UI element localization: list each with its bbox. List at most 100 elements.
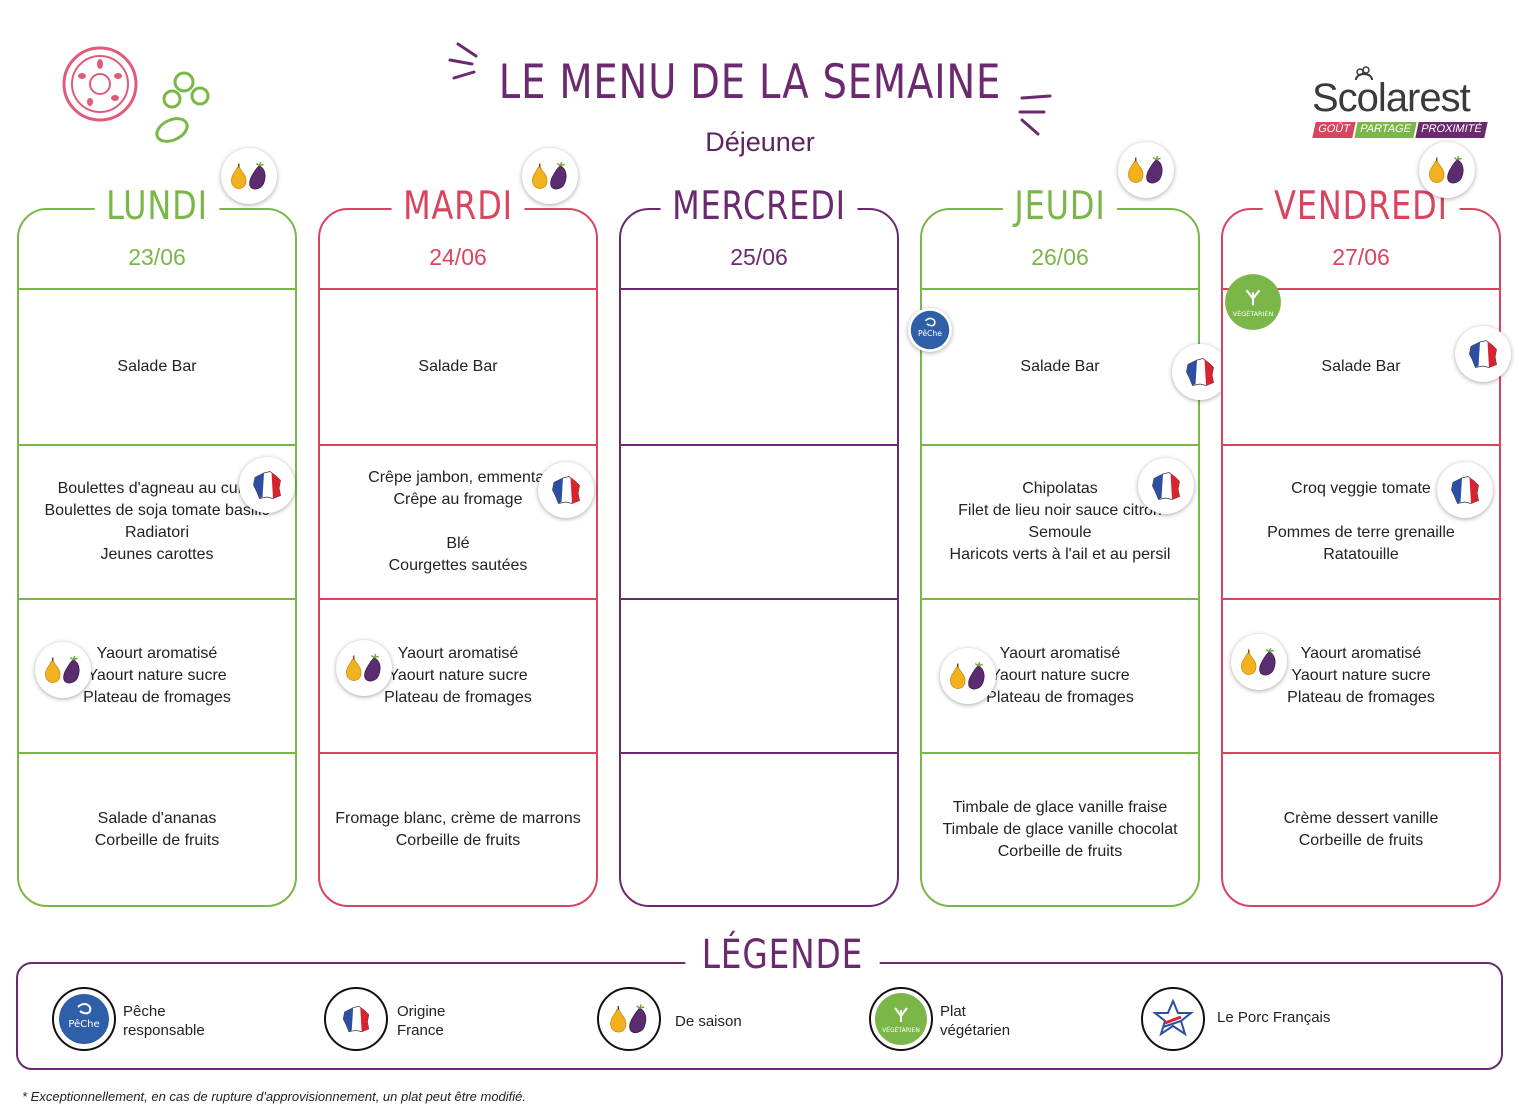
row-divider (320, 288, 596, 290)
plat-cell (621, 447, 897, 597)
day-name: JEUDI (1002, 184, 1118, 229)
menu-item: Crème dessert vanille (1283, 810, 1439, 827)
day-name: MERCREDI (660, 184, 858, 229)
legend-title: LÉGENDE (685, 932, 880, 978)
france-icon (538, 462, 594, 518)
entree-cell (621, 292, 897, 442)
day-date: 24/06 (429, 244, 487, 270)
laitage-cell (621, 601, 897, 751)
france-icon (239, 457, 295, 513)
legend-label-peche: Pêche responsable (123, 1003, 205, 1039)
france-icon (1437, 462, 1493, 518)
brand-tag-gout: GOÛT (1312, 122, 1356, 138)
day-name: VENDREDI (1262, 184, 1460, 229)
day-name: LUNDI (94, 184, 220, 229)
legend-label-france: Origine France (397, 1003, 446, 1039)
entree-cell: Salade Bar (19, 292, 295, 442)
row-divider (19, 288, 295, 290)
row-divider (621, 444, 897, 446)
season-icon (1419, 142, 1475, 198)
brand-tagline: GOÛT PARTAGE PROXIMITÉ (1312, 122, 1487, 138)
row-divider (1223, 444, 1499, 446)
legend-label-vegetarian: Plat végétarien (940, 1003, 1011, 1039)
menu-item: Semoule (1028, 524, 1092, 541)
season-icon (336, 640, 392, 696)
row-divider (621, 288, 897, 290)
row-divider (1223, 598, 1499, 600)
row-divider (922, 288, 1198, 290)
dessert-cell (621, 755, 897, 905)
season-icon (221, 148, 277, 204)
entree-cell: Salade Bar (320, 292, 596, 442)
porc-francais-icon (1141, 987, 1205, 1051)
row-divider (621, 752, 897, 754)
vegetarian-icon: VÉGÉTARIEN (869, 987, 933, 1051)
menu-items: Salade Bar (418, 356, 497, 378)
brand-tag-partage: PARTAGE (1354, 122, 1417, 138)
menu-item (1267, 500, 1455, 522)
season-icon (35, 642, 91, 698)
day-card-mercredi: MERCREDI 25/06 (619, 184, 899, 907)
menu-item: Boulettes de soja tomate basilic (44, 502, 270, 519)
menu-item: Jeunes carottes (100, 546, 214, 563)
menu-item: Plateau de fromages (986, 689, 1134, 706)
day-name: MARDI (391, 184, 525, 229)
season-icon (1118, 142, 1174, 198)
france-icon (1455, 326, 1511, 382)
row-divider (320, 444, 596, 446)
menu-item: Pommes de terre grenaille (1267, 524, 1455, 541)
menu-item: Salade Bar (1020, 358, 1100, 375)
menu-item: Timbale de glace vanille chocolat (942, 821, 1178, 838)
menu-item: Filet de lieu noir sauce citron (958, 502, 1162, 519)
brand-logo (1352, 66, 1376, 87)
menu-item: Yaourt nature sucre (1291, 667, 1431, 684)
peche-responsable-icon: PêChe (908, 308, 952, 352)
menu-item: Courgettes sautées (388, 557, 528, 574)
france-icon (324, 987, 388, 1051)
legend-label-season: De saison (675, 1013, 742, 1030)
menu-item: Crêpe jambon, emmental (368, 469, 548, 486)
menu-item: Yaourt aromatisé (96, 645, 218, 662)
row-divider (922, 752, 1198, 754)
menu-item: Radiatori (124, 524, 189, 541)
menu-item: Blé (446, 535, 470, 552)
peche-responsable-icon: PêChe (52, 987, 116, 1051)
legend-label-porc: Le Porc Français (1217, 1009, 1331, 1026)
entree-cell: Salade Bar (922, 292, 1198, 442)
menu-item: Plateau de fromages (1287, 689, 1435, 706)
menu-item: Fromage blanc, crème de marrons (335, 810, 581, 827)
row-divider (1223, 752, 1499, 754)
menu-item: Salade Bar (1321, 358, 1401, 375)
row-divider (320, 598, 596, 600)
france-icon (1138, 458, 1194, 514)
day-date: 25/06 (730, 244, 788, 270)
vegetarian-badge-text: VÉGÉTARIEN (882, 1026, 920, 1034)
france-icon (1172, 344, 1228, 400)
menu-items: Salade Bar (117, 356, 196, 378)
menu-item: Boulettes d'agneau au curry (57, 480, 257, 497)
menu-items: Salade Bar (1321, 356, 1400, 378)
vegetarian-badge-text: VÉGÉTARIEN (1233, 309, 1274, 318)
